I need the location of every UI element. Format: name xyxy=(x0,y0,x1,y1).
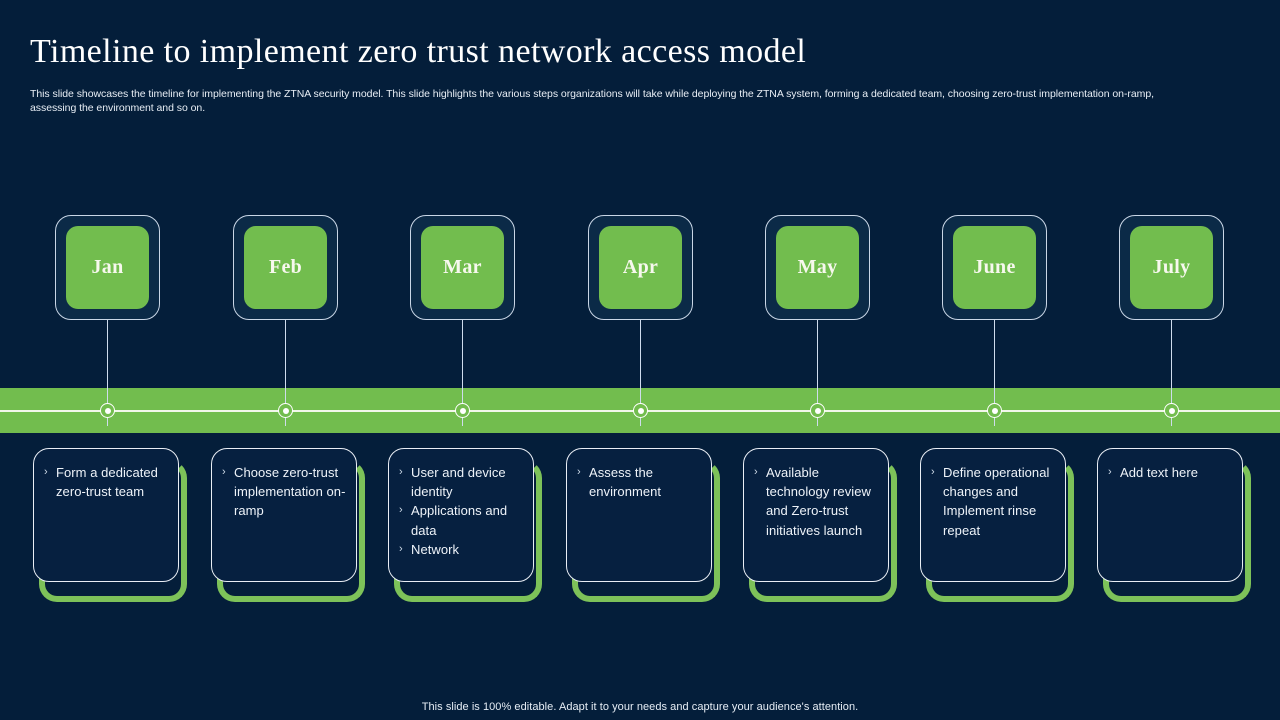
chevron-right-icon: › xyxy=(577,466,581,478)
month-badge: Jan xyxy=(66,226,149,309)
list-item: › Add text here xyxy=(1106,463,1234,482)
month-label: Mar xyxy=(443,256,482,278)
chevron-right-icon: › xyxy=(399,542,403,555)
month-card-mar[interactable]: Mar xyxy=(410,215,515,320)
content-card-apr[interactable]: › Assess the environment xyxy=(566,448,720,602)
chevron-right-icon: › xyxy=(399,504,403,517)
content-card-may[interactable]: › Available technology review and Zero-tr… xyxy=(743,448,897,602)
card-body[interactable]: › Form a dedicated zero-trust team xyxy=(33,448,179,582)
timeline-dot-icon[interactable] xyxy=(1164,403,1179,418)
chevron-right-icon: › xyxy=(1108,466,1112,478)
milestone-connector-line xyxy=(816,320,819,426)
timeline-dot-icon[interactable] xyxy=(810,403,825,418)
month-card-apr[interactable]: Apr xyxy=(588,215,693,320)
timeline-dot-icon[interactable] xyxy=(987,403,1002,418)
list-item-label: Assess the environment xyxy=(589,465,662,500)
chevron-right-icon: › xyxy=(44,466,48,478)
timeline-milestone-feb[interactable]: Feb xyxy=(233,215,338,426)
timeline-dot-icon[interactable] xyxy=(100,403,115,418)
milestone-connector-line xyxy=(639,320,642,426)
list-item: › User and device identity xyxy=(397,463,525,501)
card-body[interactable]: › Define operational changes and Implemen… xyxy=(920,448,1066,582)
card-body[interactable]: › Available technology review and Zero-tr… xyxy=(743,448,889,582)
month-card-may[interactable]: May xyxy=(765,215,870,320)
list-item-label: User and device identity xyxy=(411,465,506,500)
page-title: Timeline to implement zero trust network… xyxy=(30,33,807,70)
list-item-label: Applications and data xyxy=(411,503,508,538)
card-body[interactable]: › Add text here xyxy=(1097,448,1243,582)
month-badge: Feb xyxy=(244,226,327,309)
month-card-july[interactable]: July xyxy=(1119,215,1224,320)
card-body[interactable]: › Choose zero-trust implementation on-ram… xyxy=(211,448,357,582)
slide-description: This slide showcases the timeline for im… xyxy=(30,88,1154,114)
chevron-right-icon: › xyxy=(754,466,758,478)
month-badge: June xyxy=(953,226,1036,309)
list-item-label: Choose zero-trust implementation on-ramp xyxy=(234,465,346,519)
content-card-jan[interactable]: › Form a dedicated zero-trust team xyxy=(33,448,187,602)
month-badge: Mar xyxy=(421,226,504,309)
list-item: › Available technology review and Zero-tr… xyxy=(752,463,880,540)
timeline-dot-icon[interactable] xyxy=(455,403,470,418)
list-item: › Form a dedicated zero-trust team xyxy=(42,463,170,501)
month-badge: July xyxy=(1130,226,1213,309)
list-item: › Choose zero-trust implementation on-ram… xyxy=(220,463,348,521)
month-label: Jan xyxy=(91,256,124,278)
milestone-connector-line xyxy=(993,320,996,426)
month-label: July xyxy=(1152,256,1191,278)
list-item-label: Network xyxy=(411,541,460,557)
timeline-dot-icon[interactable] xyxy=(633,403,648,418)
list-item-label: Define operational changes and Implement… xyxy=(943,465,1050,538)
chevron-right-icon: › xyxy=(931,466,935,478)
milestone-connector-line xyxy=(106,320,109,426)
list-item: › Applications and data xyxy=(397,501,525,539)
list-item-label: Add text here xyxy=(1120,465,1198,480)
month-card-june[interactable]: June xyxy=(942,215,1047,320)
milestone-connector-line xyxy=(1170,320,1173,426)
timeline-dot-icon[interactable] xyxy=(278,403,293,418)
month-badge: May xyxy=(776,226,859,309)
month-card-jan[interactable]: Jan xyxy=(55,215,160,320)
card-body[interactable]: › User and device identity › Applications a… xyxy=(388,448,534,582)
timeline-milestone-may[interactable]: May xyxy=(765,215,870,426)
content-card-mar[interactable]: › User and device identity › Applications a… xyxy=(388,448,542,602)
list-item: › Assess the environment xyxy=(575,463,703,501)
chevron-right-icon: › xyxy=(222,466,226,478)
list-item: › Network xyxy=(397,540,525,559)
milestone-connector-line xyxy=(461,320,464,426)
month-label: Feb xyxy=(268,256,303,278)
month-label: June xyxy=(973,256,1016,278)
month-label: Apr xyxy=(622,256,659,278)
month-badge: Apr xyxy=(599,226,682,309)
list-item: › Define operational changes and Implemen… xyxy=(929,463,1057,540)
slide-footer-note: This slide is 100% editable. Adapt it to… xyxy=(421,701,859,713)
timeline-milestone-july[interactable]: July xyxy=(1119,215,1224,426)
timeline-milestone-june[interactable]: June xyxy=(942,215,1047,426)
content-card-july[interactable]: › Add text here xyxy=(1097,448,1251,602)
content-card-june[interactable]: › Define operational changes and Implemen… xyxy=(920,448,1074,602)
timeline-milestone-jan[interactable]: Jan xyxy=(55,215,160,426)
chevron-right-icon: › xyxy=(399,466,403,478)
list-item-label: Form a dedicated zero-trust team xyxy=(56,465,158,500)
milestone-connector-line xyxy=(284,320,287,426)
month-card-feb[interactable]: Feb xyxy=(233,215,338,320)
list-item-label: Available technology review and Zero-tru… xyxy=(766,465,871,538)
timeline-milestone-apr[interactable]: Apr xyxy=(588,215,693,426)
month-label: May xyxy=(797,256,838,278)
timeline-milestone-mar[interactable]: Mar xyxy=(410,215,515,426)
content-card-feb[interactable]: › Choose zero-trust implementation on-ram… xyxy=(211,448,365,602)
card-body[interactable]: › Assess the environment xyxy=(566,448,712,582)
